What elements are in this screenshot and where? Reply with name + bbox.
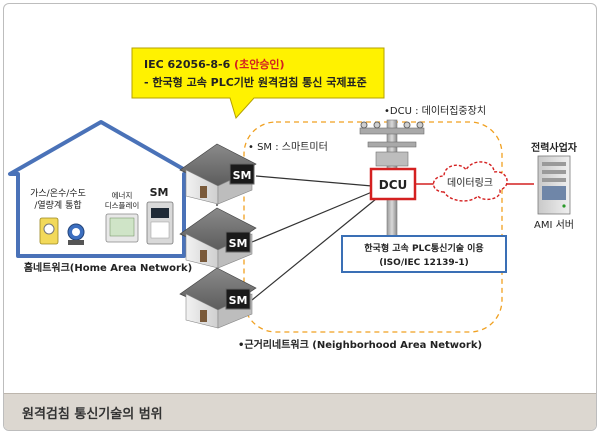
sm-label-1: SM xyxy=(233,169,252,182)
smart-meter-3: SM xyxy=(225,288,251,310)
home-area-label: 홈네트워크(Home Area Network) xyxy=(24,261,192,274)
caption-bar: 원격검침 통신기술의 범위 xyxy=(4,393,596,430)
home-sm-label: SM xyxy=(150,186,169,199)
ami-network-diagram: IEC 62056-8-6 (초안승인) - 한국형 고속 PLC기반 원격검침… xyxy=(8,47,578,351)
standard-line1-emph: (초안승인) xyxy=(234,57,285,71)
dcu-note: •DCU : 데이터집중장치 xyxy=(384,105,486,117)
energy-display-label-1: 에너지 xyxy=(112,190,133,200)
energy-display-icon xyxy=(105,213,139,243)
gas-meter-label-2: /열량계 통합 xyxy=(34,199,81,211)
gas-meter-icon xyxy=(39,217,59,245)
standard-line1-prefix: IEC 62056-8-6 xyxy=(144,58,234,71)
dcu-box: DCU xyxy=(369,167,417,201)
data-link-cloud-icon: 데이터링크 xyxy=(432,161,508,202)
gas-meter-label-1: 가스/온수/수도 xyxy=(30,188,86,199)
home-smart-meter-icon xyxy=(146,201,174,245)
ami-server-icon xyxy=(537,155,571,215)
smart-meter-1: SM xyxy=(229,163,255,185)
figure-caption: 원격검침 통신기술의 범위 xyxy=(22,406,163,422)
svg-text:IEC 62056-8-6 (초안승인): IEC 62056-8-6 (초안승인) xyxy=(144,57,285,71)
sm-label-3: SM xyxy=(229,294,248,307)
ami-server-label: AMI 서버 xyxy=(534,219,574,231)
plc-technology-box: 한국형 고속 PLC통신기술 이용 (ISO/IEC 12139-1) xyxy=(341,235,507,273)
link-sm2-dcu xyxy=(251,191,373,243)
neighborhood-label: •근거리네트워크 (Neighborhood Area Network) xyxy=(238,338,482,351)
plc-line2: (ISO/IEC 12139-1) xyxy=(379,258,469,268)
link-sm1-dcu xyxy=(255,175,373,187)
plc-line1: 한국형 고속 PLC통신기술 이용 xyxy=(364,242,483,254)
link-sm3-dcu xyxy=(251,198,377,301)
sm-note: • SM : 스마트미터 xyxy=(248,141,328,153)
standard-line2: - 한국형 고속 PLC기반 원격검침 통신 국제표준 xyxy=(144,75,367,89)
water-meter-icon xyxy=(67,223,85,245)
power-company-label: 전력사업자 xyxy=(531,141,578,154)
diagram-frame: IEC 62056-8-6 (초안승인) - 한국형 고속 PLC기반 원격검침… xyxy=(3,3,597,431)
standard-callout: IEC 62056-8-6 (초안승인) - 한국형 고속 PLC기반 원격검침… xyxy=(131,47,385,119)
neighborhood-area-region xyxy=(243,121,503,333)
sm-label-2: SM xyxy=(229,237,248,250)
data-link-label: 데이터링크 xyxy=(447,177,493,189)
energy-display-label-2: 디스플레이 xyxy=(105,200,140,210)
dcu-label: DCU xyxy=(379,178,408,192)
smart-meter-2: SM xyxy=(225,231,251,253)
